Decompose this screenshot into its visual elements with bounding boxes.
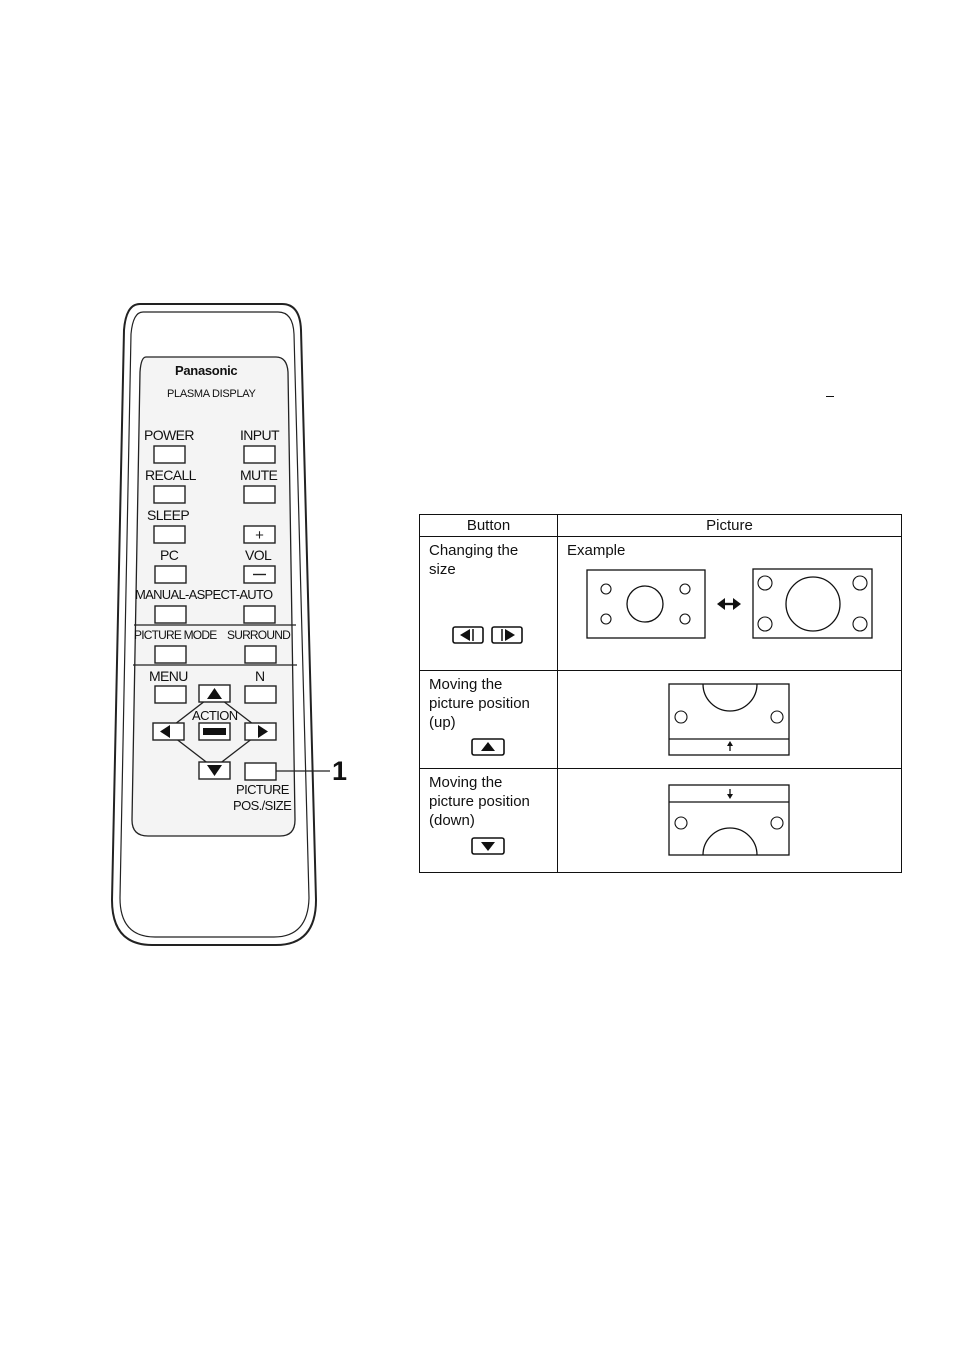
remote-subtitle: PLASMA DISPLAY — [167, 388, 256, 400]
table-row: Moving the picture position (down) — [420, 769, 902, 873]
picture-pos-size-button — [245, 763, 276, 780]
action-bar-icon — [203, 728, 226, 735]
recall-button — [154, 486, 185, 503]
size-example-diagram — [558, 537, 902, 670]
picture-cell-up — [558, 671, 901, 768]
picture-label-line1: PICTURE — [236, 782, 289, 797]
pc-label: PC — [160, 547, 178, 563]
table-header-row: Button Picture — [420, 515, 902, 537]
pc-button — [155, 566, 186, 583]
input-button — [244, 446, 275, 463]
table-row: Changing the size Example — [420, 537, 902, 671]
picture-cell-down — [558, 769, 901, 872]
row1-line2: size — [429, 560, 518, 579]
row1-line1: Changing the — [429, 541, 518, 560]
power-label: POWER — [144, 427, 194, 443]
row3-line3: (down) — [429, 811, 530, 830]
picture-mode-label: PICTURE MODE — [134, 628, 216, 642]
mute-button — [244, 486, 275, 503]
sleep-label: SLEEP — [147, 507, 189, 523]
sleep-button — [154, 526, 185, 543]
row2-line2: picture position — [429, 694, 530, 713]
row2-line1: Moving the — [429, 675, 530, 694]
input-label: INPUT — [240, 427, 279, 443]
header-picture: Picture — [558, 515, 902, 537]
table-row: Moving the picture position (up) — [420, 671, 902, 769]
picture-mode-button — [155, 646, 186, 663]
vol-label: VOL — [245, 547, 271, 563]
up-key-icon — [470, 737, 510, 759]
stray-dash — [826, 396, 834, 397]
surround-label: SURROUND — [227, 628, 290, 642]
plus-icon: + — [255, 527, 264, 544]
callout-number: 1 — [332, 756, 347, 787]
menu-label: MENU — [149, 668, 188, 684]
down-key-icon — [470, 836, 510, 858]
left-right-keys-icon — [451, 625, 531, 647]
picture-label-line2: POS./SIZE — [233, 798, 291, 813]
move-up-diagram — [558, 671, 902, 768]
manual-aspect-auto-label: MANUAL-ASPECT-AUTO — [135, 587, 272, 602]
power-button — [154, 446, 185, 463]
row3-line1: Moving the — [429, 773, 530, 792]
move-down-diagram — [558, 769, 902, 872]
action-label: ACTION — [192, 708, 238, 723]
surround-button — [245, 646, 276, 663]
button-cell-up: Moving the picture position (up) — [420, 671, 557, 768]
row3-line2: picture position — [429, 792, 530, 811]
button-cell-size: Changing the size — [420, 537, 557, 670]
n-label: N — [255, 668, 265, 684]
header-button: Button — [420, 515, 558, 537]
brand-logo: Panasonic — [175, 363, 237, 378]
auto-button — [244, 606, 275, 623]
button-cell-down: Moving the picture position (down) — [420, 769, 557, 872]
mute-label: MUTE — [240, 467, 277, 483]
picture-cell-size: Example — [558, 537, 901, 670]
manual-aspect-button — [155, 606, 186, 623]
menu-button — [155, 686, 186, 703]
row2-line3: (up) — [429, 713, 530, 732]
recall-label: RECALL — [145, 467, 196, 483]
picture-adjust-table: Button Picture Changing the size — [419, 514, 902, 873]
n-button — [245, 686, 276, 703]
